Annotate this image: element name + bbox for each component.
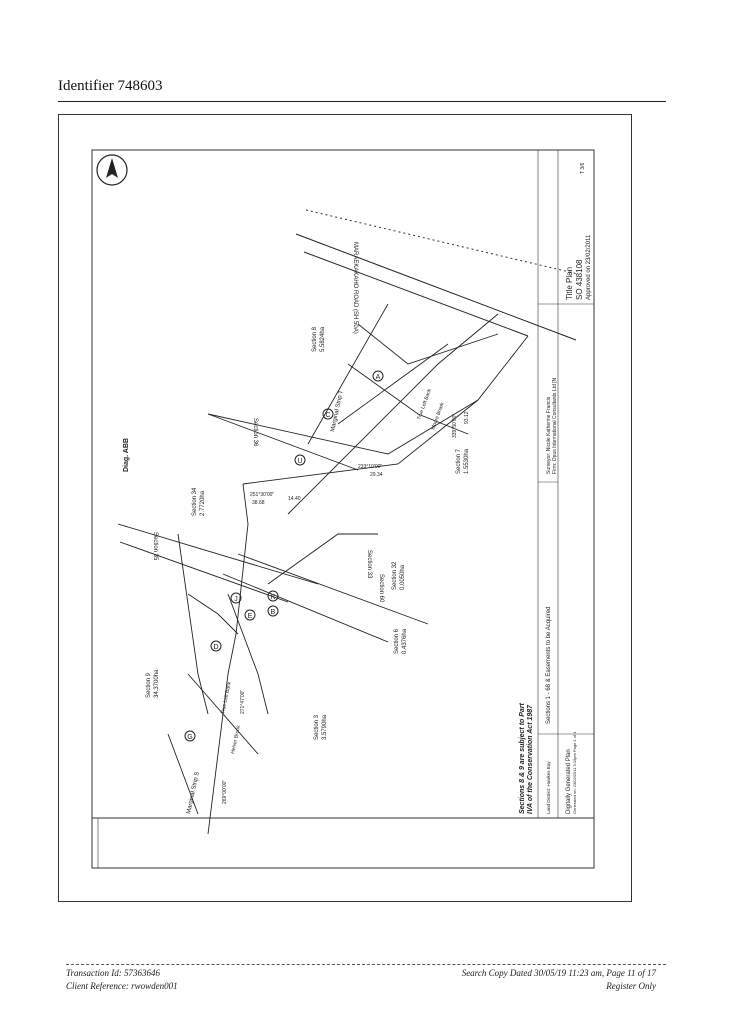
document-identifier: Identifier 748603 [58,78,163,94]
plan-inner-border [91,149,595,869]
conservation-line-1: Sections 8 & 9 are subject to Part [519,702,526,814]
section33-label: Section 33 [366,550,372,579]
north-arrow-icon [96,154,128,186]
generated-plan: Digitally Generated Plan [566,749,572,814]
true-left-bank-label-2: True Left Bank [220,681,233,715]
plan-title: Title Plan [565,267,574,300]
header-divider [58,101,666,102]
section8-area: 5.5824ha [320,326,326,352]
helver-brook-label: Helver Brook [230,724,242,754]
sheet-ref: T 3/6 [580,162,586,174]
svg-text:B: B [271,609,276,616]
search-copy-info: Search Copy Dated 30/05/19 11:23 am, Pag… [461,968,656,978]
section3-label: Section 3 [314,714,320,740]
generated-on: Generated on: 23/02/2011 3:15pm Page 1 o… [572,731,577,814]
distance-b: 29.34 [370,472,383,478]
circled-markers: A C B D E G J K U [184,370,384,742]
section9-label: Section 9 [146,672,152,698]
bearing-c: 339°50'00" [452,414,458,438]
svg-text:U: U [297,458,302,465]
bearing-d: 271°47'00" [240,690,246,714]
strip-s-label: Marginal Strip S [186,771,201,814]
distance-a: 38.68 [252,500,265,506]
section8-label: Section 8 [312,326,318,352]
bearing-e: 269°00'00" [222,780,228,804]
conservation-line-2: IVA of the Conservation Act 1987 [527,704,534,814]
sections-text: Sections 1 - 68 & Easements to be Acquir… [546,607,552,724]
road-label: MARAEKAKAHO ROAD (SH 50A) [352,242,358,334]
svg-text:D: D [213,644,218,651]
firm: Firm: Opus International Consultants Ltd… [552,377,558,474]
svg-text:C: C [325,412,330,419]
land-district: Land District: Hawkes Bay [546,761,551,814]
bearing-a: 251°30'00" [250,492,274,498]
section32-label: Section 32 [392,561,398,590]
brook-label: Moore Brook [430,401,446,430]
section7-area: 1.5530ha [464,448,470,474]
section6-label: Section 6 [394,628,400,654]
svg-text:E: E [248,613,253,620]
plan-approved: Approved on 23/02/2011 [586,234,592,300]
section34-area: 2.7720ha [200,490,206,516]
plan-number: SO 438108 [575,259,584,300]
register-only: Register Only [606,981,656,991]
diag-label: Diag. ABB [123,438,130,472]
svg-text:A: A [376,374,381,381]
section3-area: 3.5790ha [322,714,328,740]
section9-area: 34.3700ha [154,669,160,698]
distance-d: 14.40 [288,496,301,502]
transaction-id: Transaction Id: 57363646 [66,968,161,978]
section34-label: Section 34 [192,487,198,516]
section32-area: 0.0050ha [400,564,406,590]
svg-text:J: J [234,596,238,603]
bearing-b: 233°10'00" [358,464,382,470]
section7-label: Section 7 [456,448,462,474]
svg-text:G: G [187,734,192,741]
footer-divider [66,964,666,966]
plan-frame [58,114,632,902]
section60-label: Section 60 [378,574,384,603]
client-reference: Client Reference: rwowden001 [66,981,178,991]
title-plan-drawing: A C B D E G J K U Section 8 5.5824ha Sec… [91,149,595,869]
surveyor: Surveyor: Nicole Katherine Francis [546,396,552,474]
section36-label: Section 36 [252,418,258,447]
distance-c: 93.12 [464,411,470,424]
svg-text:K: K [271,594,276,601]
true-left-bank-label: True Left Bank [416,388,433,421]
section6-area: 0.4376ha [402,628,408,654]
section35-label: Section 35 [152,532,158,561]
